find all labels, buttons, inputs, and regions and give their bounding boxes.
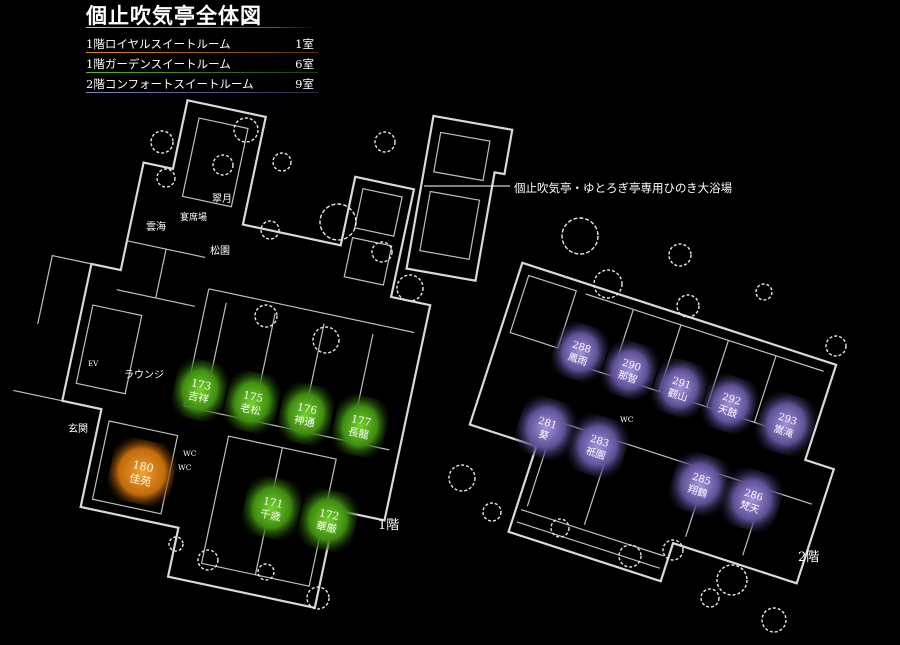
label-entrance: 玄関 bbox=[68, 422, 88, 435]
room-293: 293 嵩滝 bbox=[750, 386, 822, 462]
floor2-rooms: 288 鳳雨 290 那智 291 觀山 292 天鼓 293 嵩滝 281 葵 bbox=[510, 317, 822, 538]
room-173-number: 173 bbox=[190, 377, 212, 393]
room-283: 283 祇園 bbox=[562, 408, 634, 484]
room-293-name: 嵩滝 bbox=[772, 423, 795, 441]
label-banquet: 宴席場 bbox=[180, 211, 207, 223]
legend-row-royal: 1階ロイヤルスイートルーム 1室 bbox=[86, 34, 318, 54]
room-286: 286 梵天 bbox=[716, 462, 788, 538]
room-176-name: 神通 bbox=[293, 413, 317, 430]
legend-row-garden: 1階ガーデンスイートルーム 6室 bbox=[86, 54, 318, 74]
room-177: 177 長龍 bbox=[328, 391, 392, 461]
room-175: 175 老松 bbox=[220, 367, 284, 437]
room-172: 172 華厳 bbox=[294, 484, 362, 556]
floor1-rooms: 180 佳苑 173 吉祥 175 老松 176 神通 177 長龍 171 千… bbox=[104, 355, 392, 556]
title-rule bbox=[86, 27, 318, 28]
room-281-name: 葵 bbox=[537, 428, 550, 443]
floor2-label: 2階 bbox=[798, 550, 820, 565]
garden-trees bbox=[150, 117, 847, 633]
room-177-name: 長龍 bbox=[347, 425, 371, 442]
room-175-name: 老松 bbox=[239, 401, 263, 418]
room-286-name: 梵天 bbox=[738, 499, 761, 517]
room-171-name: 千歳 bbox=[259, 508, 283, 524]
page-title: 個止吹気亭全体図 bbox=[86, 3, 262, 28]
room-285: 285 翔鶴 bbox=[664, 446, 736, 522]
room-288-name: 鳳雨 bbox=[566, 351, 589, 369]
bath-building bbox=[405, 114, 514, 283]
legend-count: 1室 bbox=[295, 37, 314, 51]
room-171-number: 171 bbox=[262, 495, 284, 511]
room-172-number: 172 bbox=[318, 507, 340, 523]
bath-label: 個止吹気亭・ゆとろぎ亭専用ひのき大浴場 bbox=[514, 181, 733, 195]
label-wc-floor2: WC bbox=[620, 415, 634, 424]
label-elevator: EV bbox=[88, 360, 99, 368]
room-180: 180 佳苑 bbox=[104, 434, 180, 510]
label-unkai: 雲海 bbox=[146, 220, 166, 233]
room-176-number: 176 bbox=[296, 401, 318, 417]
room-291: 291 觀山 bbox=[646, 353, 714, 423]
label-lounge: ラウンジ bbox=[124, 369, 164, 381]
room-172-name: 華厳 bbox=[315, 519, 339, 536]
legend-name: 2階コンフォートスイートルーム bbox=[86, 77, 254, 91]
room-176: 176 神通 bbox=[274, 379, 338, 449]
label-wc-1: WC bbox=[183, 449, 197, 458]
label-kaze: 翠月 bbox=[212, 193, 232, 205]
room-175-number: 175 bbox=[242, 389, 264, 405]
floor1-label: 1階 bbox=[378, 518, 400, 533]
room-180-name: 佳苑 bbox=[128, 471, 152, 489]
room-173: 173 吉祥 bbox=[168, 355, 232, 425]
room-177-number: 177 bbox=[350, 413, 372, 429]
legend-name: 1階ガーデンスイートルーム bbox=[86, 57, 231, 71]
legend-name: 1階ロイヤルスイートルーム bbox=[86, 37, 231, 51]
legend-row-comfort: 2階コンフォートスイートルーム 9室 bbox=[86, 74, 318, 94]
room-290: 290 那智 bbox=[596, 335, 664, 405]
room-281: 281 葵 bbox=[510, 390, 582, 466]
room-171: 171 千歳 bbox=[238, 472, 306, 544]
legend-count: 9室 bbox=[295, 77, 314, 91]
room-legend: 1階ロイヤルスイートルーム 1室 1階ガーデンスイートルーム 6室 2階コンフォ… bbox=[86, 34, 318, 94]
room-288: 288 鳳雨 bbox=[546, 317, 614, 387]
room-283-name: 祇園 bbox=[584, 445, 607, 463]
label-wc-2: WC bbox=[178, 463, 192, 472]
room-180-number: 180 bbox=[132, 458, 155, 475]
room-173-name: 吉祥 bbox=[187, 389, 211, 406]
room-292: 292 天鼓 bbox=[696, 369, 764, 439]
floor1-labels: 翠月 雲海 宴席場 松園 ラウンジ 玄関 WC WC EV bbox=[68, 193, 232, 472]
label-shouen: 松園 bbox=[210, 244, 230, 257]
legend-count: 6室 bbox=[295, 57, 314, 71]
room-291-name: 觀山 bbox=[666, 387, 689, 405]
